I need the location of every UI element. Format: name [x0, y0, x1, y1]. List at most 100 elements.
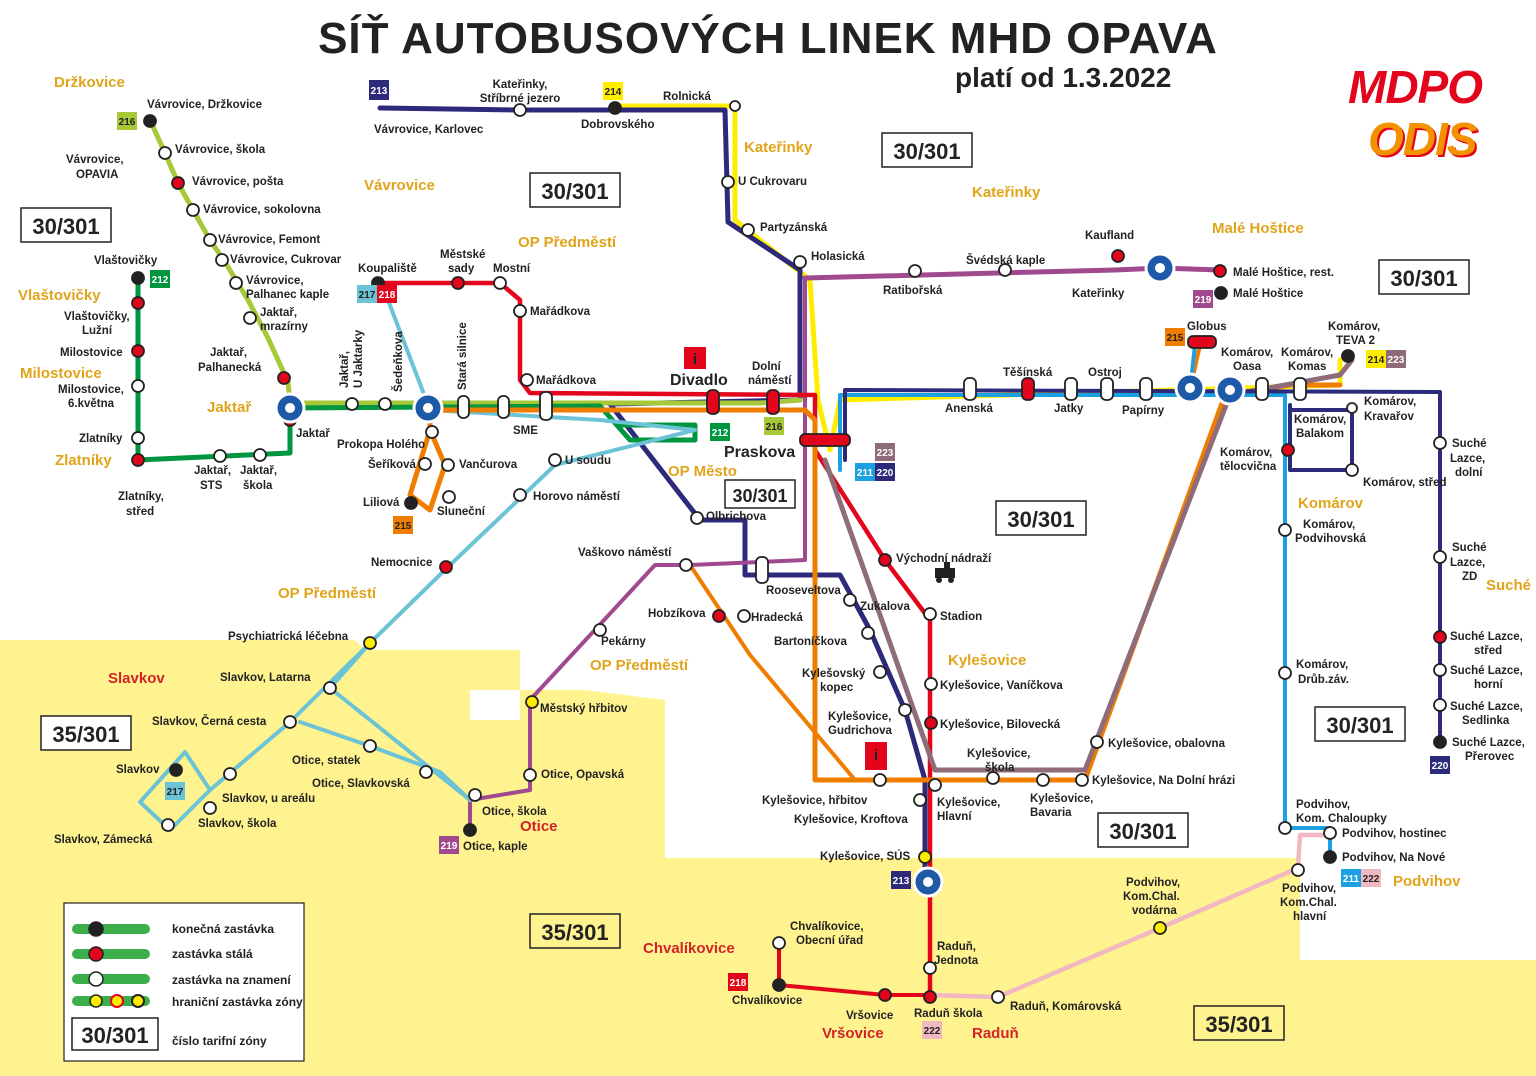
stop-vavrovice-drzkovice[interactable] — [143, 114, 157, 128]
stop-radun-jednota[interactable] — [923, 961, 937, 975]
stop-ostroj[interactable] — [1100, 377, 1114, 401]
stop-vavrovice-palhanec[interactable] — [229, 276, 243, 290]
stop-vavrovice-sokolovna[interactable] — [186, 203, 200, 217]
stop-zukalova[interactable] — [843, 593, 857, 607]
stop-u-soudu[interactable] — [548, 453, 562, 467]
stop-olbrichova[interactable] — [690, 511, 704, 525]
stop-hradecka[interactable] — [737, 609, 751, 623]
stop-stara-silnice[interactable] — [457, 395, 470, 419]
stop-ratiborska[interactable] — [908, 264, 922, 278]
stop-vychodni-nadrazi[interactable] — [878, 553, 892, 567]
stop-sme2[interactable] — [539, 391, 553, 421]
stop-vavrovice-femont[interactable] — [203, 233, 217, 247]
stop-komarov-kravarov[interactable] — [1346, 402, 1358, 414]
stop-otice-kaple[interactable] — [463, 823, 477, 837]
stop-serikova[interactable] — [418, 457, 432, 471]
stop-milostovice[interactable] — [131, 344, 145, 358]
line-217[interactable] — [138, 285, 697, 832]
line-211[interactable] — [838, 393, 1332, 852]
line-223[interactable] — [822, 357, 1355, 773]
line-219b[interactable] — [468, 276, 807, 832]
stop-vancurova[interactable] — [441, 458, 455, 472]
line-216[interactable] — [147, 117, 803, 406]
stop-dobrovskeho[interactable] — [608, 101, 622, 115]
stop-suche-lazce-sedlinka[interactable] — [1433, 698, 1447, 712]
stop-male-hostice-rest[interactable] — [1213, 264, 1227, 278]
stop-podvihov-hlavni[interactable] — [1291, 863, 1305, 877]
stop-sme[interactable] — [497, 395, 510, 419]
stop-komarov-stred[interactable] — [1345, 463, 1359, 477]
stop-komarov-podvihovska[interactable] — [1278, 523, 1292, 537]
stop-kylesovice-hrbitov[interactable] — [873, 773, 887, 787]
stop-sedenkova[interactable] — [378, 397, 392, 411]
stop-jaktar-mrazirny[interactable] — [243, 311, 257, 325]
stop-slunecni[interactable] — [442, 490, 456, 504]
stop-slavkov-skola[interactable] — [203, 801, 217, 815]
stop-tesinska[interactable] — [1021, 377, 1035, 401]
stop-zlatniky-stred[interactable] — [131, 453, 145, 467]
stop-holasicka[interactable] — [793, 255, 807, 269]
stop-mestske-sady[interactable] — [451, 276, 465, 290]
stop-divadlo[interactable] — [706, 389, 720, 415]
stop-rolnicka[interactable] — [729, 100, 741, 112]
stop-podvihov-na-nove[interactable] — [1323, 850, 1337, 864]
stop-mostni[interactable] — [493, 276, 507, 290]
line-219[interactable] — [802, 265, 1223, 281]
stop-rooseveltova[interactable] — [755, 556, 769, 584]
stop-kylesovice-skola[interactable] — [986, 771, 1000, 785]
stop-svedska-kaple[interactable] — [998, 263, 1012, 277]
stop-nemocnice[interactable] — [439, 560, 453, 574]
stop-chvalikovice-urad[interactable] — [772, 936, 786, 950]
stop-podvihov-vodarna[interactable] — [1153, 921, 1167, 935]
stop-kylesovice-hlavni[interactable] — [928, 778, 942, 792]
stop-hobzikova[interactable] — [712, 609, 726, 623]
line-213[interactable] — [377, 105, 928, 883]
line-217b[interactable] — [298, 641, 472, 802]
stop-vrsovice[interactable] — [878, 988, 892, 1002]
stop-kylesovice-na-dolni-hrazi[interactable] — [1075, 773, 1089, 787]
stop-globus[interactable] — [1187, 335, 1217, 349]
stop-slavkov-u-arealu[interactable] — [223, 767, 237, 781]
stop-jaktar-skola[interactable] — [253, 448, 267, 462]
stop-zlatniky[interactable] — [131, 431, 145, 445]
stop-jatky[interactable] — [1064, 377, 1078, 401]
stop-u-cukrovaru[interactable] — [721, 175, 735, 189]
stop-prokopa-holeho[interactable] — [425, 425, 439, 439]
stop-suche-lazce-stred[interactable] — [1433, 630, 1447, 644]
stop-u-jaktarky[interactable] — [345, 397, 359, 411]
stop-otice-statek[interactable] — [363, 739, 377, 753]
stop-kylesovice-sus[interactable] — [918, 850, 932, 864]
stop-praskova[interactable] — [799, 433, 851, 447]
stop-otice-skola[interactable] — [468, 788, 482, 802]
stop-horovo-namesti[interactable] — [513, 488, 527, 502]
stop-mestsky-hrbitov[interactable] — [525, 695, 539, 709]
stop-radun-komarovska[interactable] — [991, 990, 1005, 1004]
stop-jaktar-sts[interactable] — [213, 449, 227, 463]
stop-radun-skola[interactable] — [923, 990, 937, 1004]
stop-bartonickova[interactable] — [861, 626, 875, 640]
stop-otice-slavkovska[interactable] — [419, 765, 433, 779]
stop-podvihov-hostinec[interactable] — [1323, 826, 1337, 840]
stop-anenska[interactable] — [963, 377, 977, 401]
stop-katerinky-stribrne[interactable] — [513, 103, 527, 117]
line-211b[interactable] — [1188, 343, 1197, 392]
stop-chvalikovice[interactable] — [772, 978, 786, 992]
line-222[interactable] — [927, 832, 1333, 1000]
stop-vlastovicky-luzni[interactable] — [131, 296, 145, 310]
stop-jaktar-palhanecka[interactable] — [277, 371, 291, 385]
stop-kylesovsky-kopec[interactable] — [873, 665, 887, 679]
stop-dolni-namesti[interactable] — [766, 389, 780, 415]
stop-suche-lazce-dolni[interactable] — [1433, 436, 1447, 450]
stop-komarov-drub[interactable] — [1278, 666, 1292, 680]
stop-kylesovice-vanickova[interactable] — [924, 677, 938, 691]
stop-vavrovice-posta[interactable] — [171, 176, 185, 190]
stop-vlastovicky[interactable] — [131, 271, 145, 285]
stop-psychiatricka[interactable] — [363, 636, 377, 650]
stop-stadion[interactable] — [923, 607, 937, 621]
line-220[interactable] — [843, 388, 1442, 747]
stop-kaufland[interactable] — [1111, 249, 1125, 263]
line-215[interactable] — [407, 382, 1343, 783]
stop-kylesovice-gudrichova[interactable] — [898, 703, 912, 717]
stop-vavrovice-skola[interactable] — [158, 146, 172, 160]
stop-otice-opavska[interactable] — [523, 768, 537, 782]
